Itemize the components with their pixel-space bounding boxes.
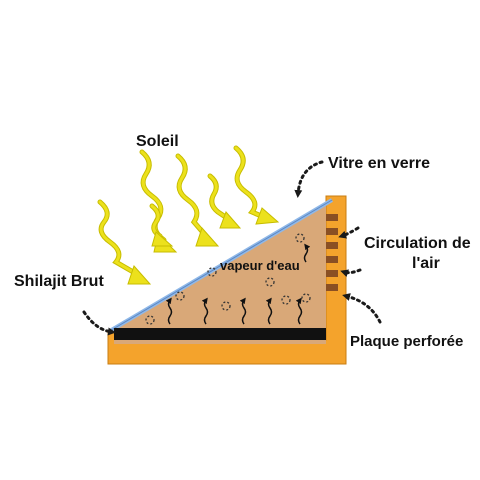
- label-plaque-perforee: Plaque perforée: [350, 333, 463, 350]
- label-shilajit-brut: Shilajit Brut: [14, 273, 104, 290]
- air-vents: [326, 214, 338, 291]
- raw-shilajit-layer: [114, 328, 326, 340]
- drying-chamber: [114, 204, 326, 344]
- label-vitre-en-verre: Vitre en verre: [328, 155, 430, 172]
- vapour-arrows: [165, 243, 311, 325]
- vapour-bubbles: [145, 233, 311, 325]
- label-circulation-line2: l'air: [412, 255, 440, 272]
- sun-rays: [97, 145, 280, 285]
- label-pointers: [82, 160, 382, 336]
- label-vapeur-eau: vapeur d'eau: [220, 258, 300, 273]
- label-soleil: Soleil: [136, 133, 179, 150]
- label-circulation-line1: Circulation de: [364, 235, 471, 252]
